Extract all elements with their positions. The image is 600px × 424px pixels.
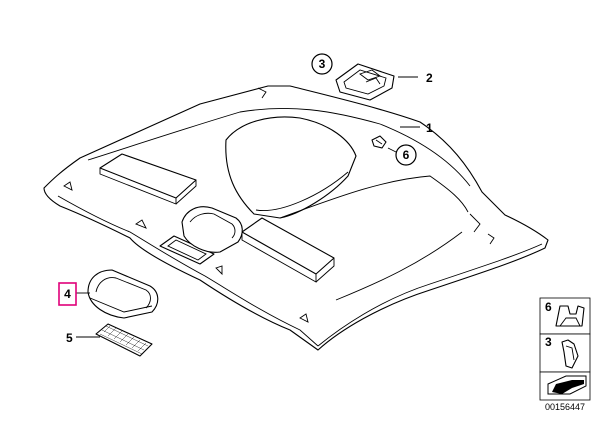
svg-text:6: 6 bbox=[545, 300, 552, 314]
speaker-grille bbox=[95, 323, 153, 357]
headliner-clip bbox=[371, 135, 387, 149]
svg-text:2: 2 bbox=[426, 71, 433, 85]
callout-4-highlighted: 4 bbox=[58, 282, 77, 306]
legend-nut-icon bbox=[561, 339, 579, 369]
direction-arrow-icon bbox=[547, 375, 587, 395]
svg-text:3: 3 bbox=[319, 57, 326, 71]
document-number: 00156447 bbox=[545, 402, 585, 412]
svg-text:5: 5 bbox=[66, 331, 73, 345]
svg-text:1: 1 bbox=[426, 121, 433, 135]
callout-1: 1 bbox=[426, 121, 433, 135]
legend-panel: 6 3 00156447 bbox=[539, 297, 591, 412]
svg-text:4: 4 bbox=[64, 287, 71, 301]
interior-light-top-assembly bbox=[335, 63, 395, 101]
callout-5: 5 bbox=[66, 331, 73, 345]
svg-text:3: 3 bbox=[545, 335, 552, 349]
legend-clip-icon bbox=[555, 305, 585, 327]
interior-light-cover bbox=[87, 269, 159, 319]
leader-lines bbox=[76, 76, 420, 338]
svg-text:6: 6 bbox=[403, 148, 410, 162]
callout-6: 6 bbox=[395, 144, 417, 166]
callout-3: 3 bbox=[311, 53, 333, 75]
headliner-panel bbox=[43, 85, 549, 351]
callout-2: 2 bbox=[426, 71, 433, 85]
